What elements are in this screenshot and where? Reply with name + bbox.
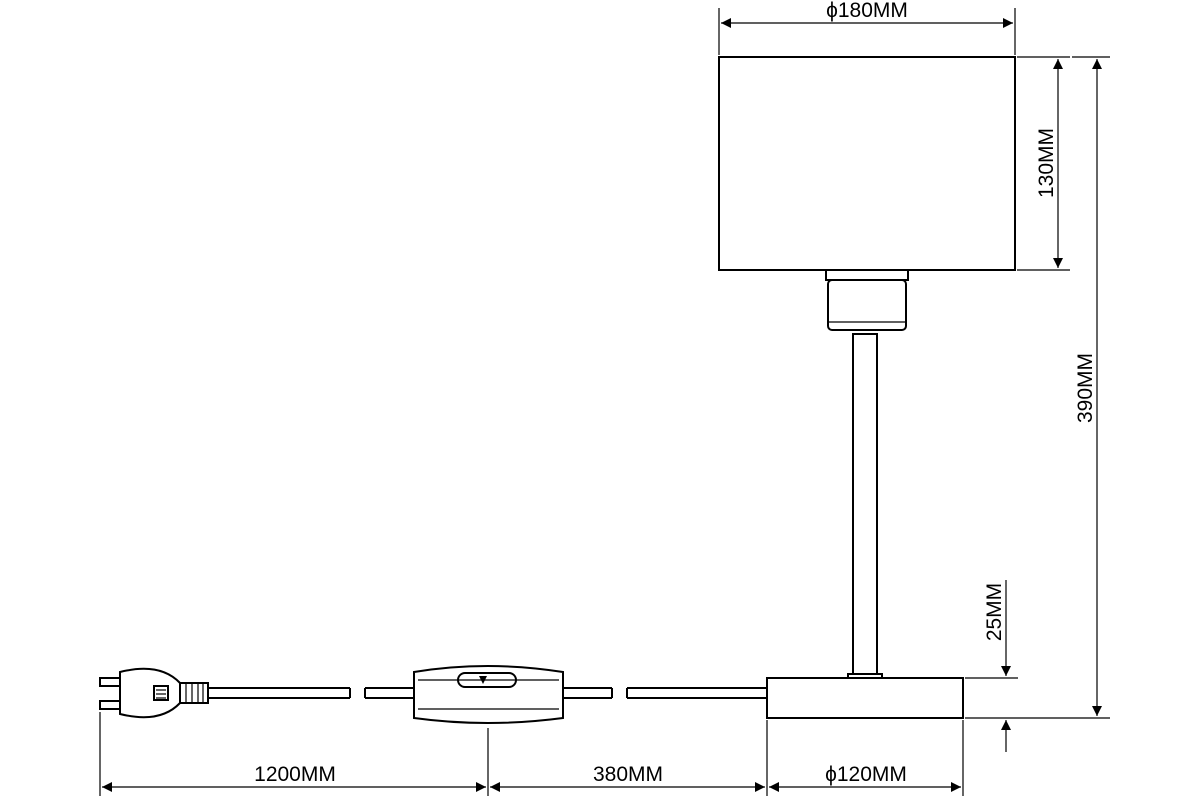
dimension-cord-lengths: 1200MM 380MM ϕ120MM	[99, 712, 964, 796]
shade-height-label: 130MM	[1035, 128, 1058, 198]
dimension-total-height: 390MM	[965, 56, 1110, 719]
power-cord-segment-middle	[563, 687, 613, 699]
power-cord-segment-switch-left	[364, 687, 414, 699]
switch-to-base-label: 380MM	[593, 763, 663, 786]
dimension-base-height: 25MM	[965, 580, 1018, 752]
shade-diameter-label: ϕ180MM	[826, 0, 908, 22]
base-height-label: 25MM	[983, 583, 1006, 641]
inline-switch	[413, 665, 564, 724]
lamp-base	[766, 673, 964, 719]
power-cord-segment-left	[208, 687, 351, 699]
total-height-label: 390MM	[1074, 353, 1097, 423]
power-plug	[99, 667, 209, 719]
base-diameter-label: ϕ120MM	[825, 763, 907, 786]
power-cord-segment-right	[626, 687, 767, 699]
lamp-stem	[852, 333, 878, 675]
dimension-shade-diameter: ϕ180MM	[718, 0, 1016, 55]
lamp-socket	[825, 269, 909, 331]
dimension-shade-height: 130MM	[1017, 56, 1070, 271]
lamp-shade	[718, 56, 1016, 271]
cord-to-switch-label: 1200MM	[254, 763, 336, 786]
